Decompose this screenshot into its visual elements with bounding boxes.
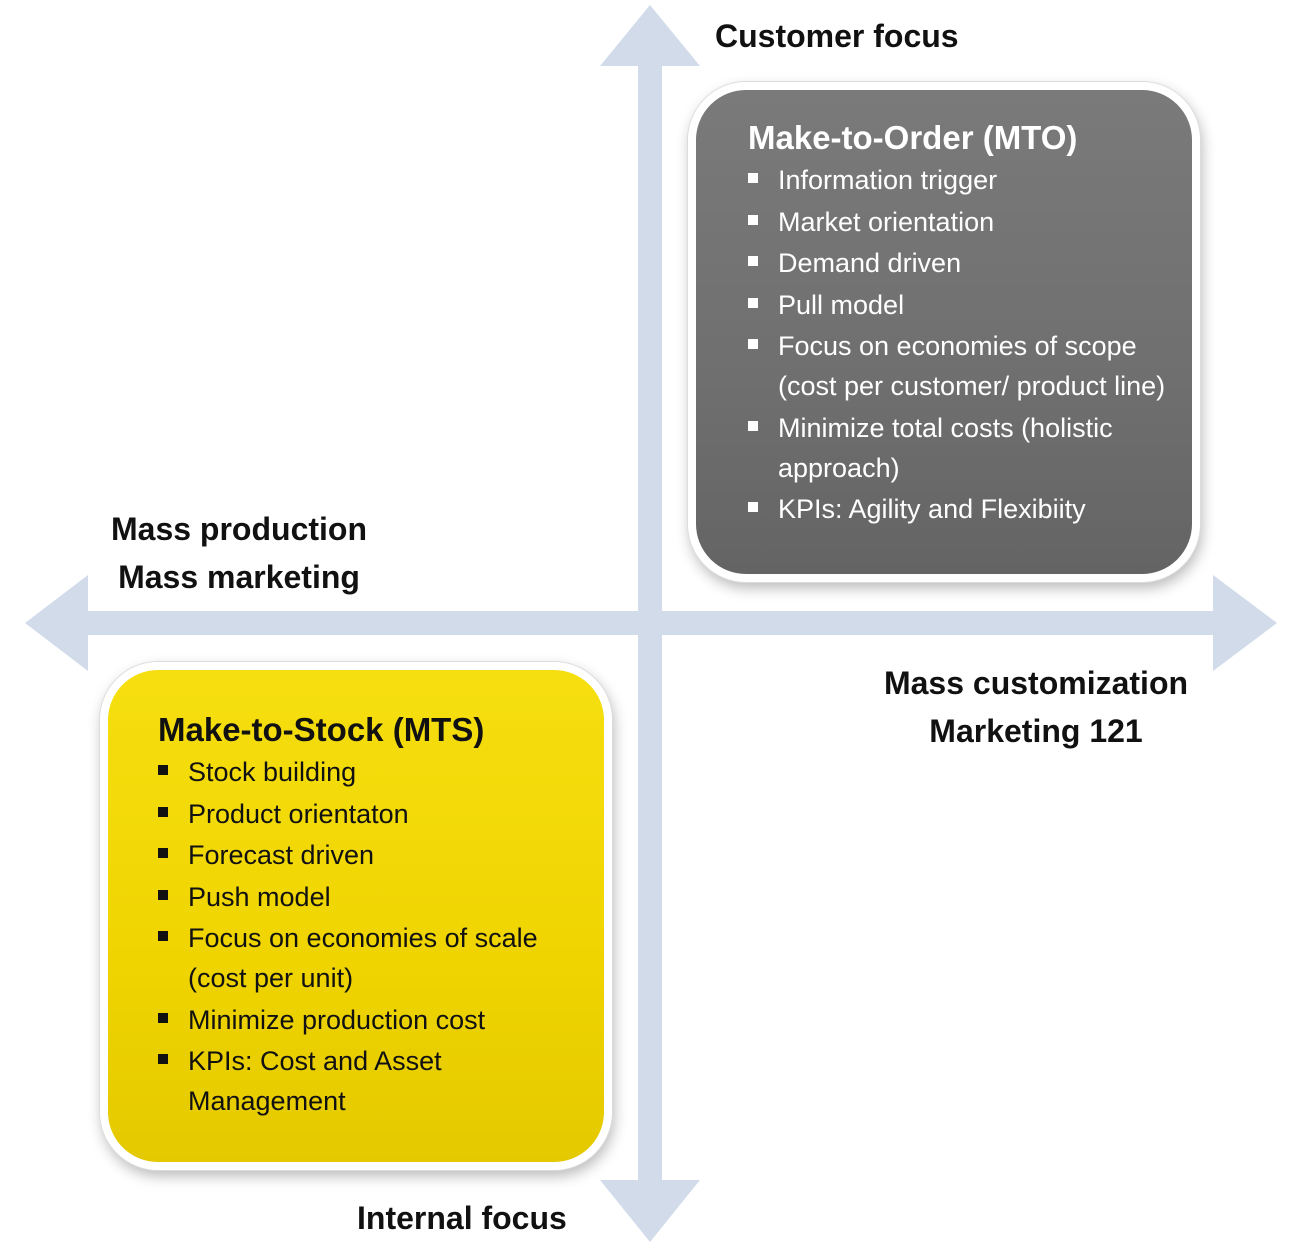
axis-label-left: Mass production Mass marketing	[94, 505, 384, 601]
mto-list-item: Pull model	[748, 285, 1172, 325]
mto-list: Information trigger Market orientation D…	[748, 160, 1172, 529]
mto-list-item: Information trigger	[748, 160, 1172, 200]
horizontal-axis-arrow	[25, 575, 1277, 671]
mts-list: Stock building Product orientaton Foreca…	[158, 752, 584, 1121]
axis-label-right-line: Mass customization	[883, 665, 1189, 701]
mts-list-item: Stock building	[158, 752, 584, 792]
axis-label-left-line: Mass production	[110, 511, 367, 547]
mto-list-item: Minimize total costs (holistic approach)	[748, 408, 1172, 488]
axis-label-right-line: Marketing 121	[929, 713, 1143, 749]
axis-label-right: Mass customization Marketing 121	[866, 659, 1206, 755]
mts-list-item: Forecast driven	[158, 835, 584, 875]
mto-list-item: Focus on economies of scope (cost per cu…	[748, 326, 1172, 406]
mto-list-item: Market orientation	[748, 202, 1172, 242]
mts-list-item: Focus on economies of scale (cost per un…	[158, 918, 584, 998]
axis-label-left-line: Mass marketing	[118, 559, 360, 595]
mts-title: Make-to-Stock (MTS)	[158, 711, 485, 748]
mto-list-item: Demand driven	[748, 243, 1172, 283]
mto-box: Make-to-Order (MTO) Information trigger …	[688, 82, 1200, 582]
mts-list-item: Product orientaton	[158, 794, 584, 834]
mts-list-item: KPIs: Cost and Asset Management	[158, 1041, 584, 1121]
mts-list-item: Push model	[158, 877, 584, 917]
axis-label-bottom: Internal focus	[357, 1200, 567, 1236]
mto-list-item: KPIs: Agility and Flexibiity	[748, 489, 1172, 529]
mts-box: Make-to-Stock (MTS) Stock building Produ…	[100, 662, 612, 1170]
axis-label-top: Customer focus	[715, 18, 959, 54]
mto-title: Make-to-Order (MTO)	[748, 119, 1078, 156]
mts-list-item: Minimize production cost	[158, 1000, 584, 1040]
